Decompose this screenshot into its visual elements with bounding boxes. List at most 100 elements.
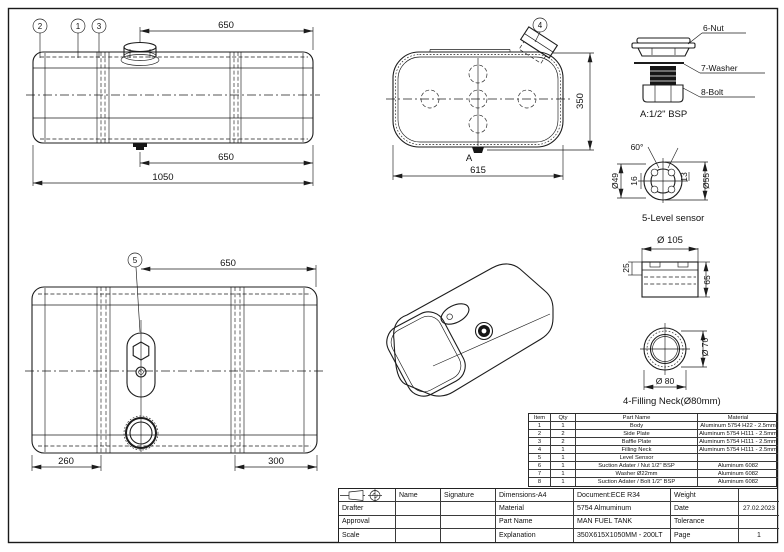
date-value: 27.02.2023 <box>739 502 779 516</box>
dim-650-top: 650 <box>139 20 314 50</box>
material-value: 5754 Almuminum <box>574 502 671 516</box>
explanation-label: Explanation <box>496 528 574 542</box>
callout-1: 1 <box>70 18 86 58</box>
cell: 1 <box>551 462 576 470</box>
dim-text: 13 <box>679 172 689 182</box>
drain-fitting <box>133 143 147 150</box>
cell: 1 <box>551 478 576 486</box>
dim-text: 350 <box>575 93 586 109</box>
tolerance-value <box>739 516 779 529</box>
dim-text: Ø 105 <box>657 235 683 246</box>
neck-iso <box>474 321 494 341</box>
cell: 1 <box>529 422 551 430</box>
suction-adapter-detail: 6-Nut 7-Washer 8-Bolt A:1/2" BSP <box>631 23 765 120</box>
drain-fitting <box>472 147 484 153</box>
col-header: Material <box>698 414 778 422</box>
date-label: Date <box>671 502 739 516</box>
signature-label: Signature <box>441 489 496 503</box>
dim-1050: 1050 <box>32 145 313 186</box>
dim-text: Ø 70 <box>700 338 710 357</box>
dim-text: 65 <box>702 275 712 285</box>
cell: 1 <box>551 422 576 430</box>
cell: 6 <box>529 462 551 470</box>
dim-650: 650 <box>141 258 317 287</box>
cell: 5 <box>529 454 551 462</box>
callout-4-label: 4 <box>538 21 543 30</box>
dim-text: Ø 80 <box>656 376 675 386</box>
parts-table: Item Qty Part Name Material 1 1 Body Alu… <box>528 413 778 487</box>
bolt-label: 8-Bolt <box>701 87 724 97</box>
side-view-bottom: 5 650 260 300 <box>25 252 324 471</box>
callout-1-label: 1 <box>76 22 81 31</box>
callout-3-label: 3 <box>97 22 102 31</box>
page-label: Page <box>671 528 739 542</box>
cell: 7 <box>529 470 551 478</box>
cell <box>698 454 778 462</box>
dim-260: 260 <box>31 455 102 471</box>
nut-label: 6-Nut <box>703 23 724 33</box>
dim-text: 300 <box>268 456 284 467</box>
scale-label: Scale <box>339 528 396 542</box>
cell: 1 <box>551 470 576 478</box>
cell: Body <box>576 422 698 430</box>
cell: 2 <box>551 438 576 446</box>
dimensions-label: Dimensions-A4 <box>496 489 574 503</box>
cell: Suction Adater / Bolt 1/2" BSP <box>576 478 698 486</box>
dim-text: 650 <box>220 258 236 269</box>
dim-text: 615 <box>470 165 486 176</box>
part-name-label: Part Name <box>496 515 574 529</box>
cell: Side Plate <box>576 430 698 438</box>
level-sensor-plate <box>126 332 156 398</box>
nut <box>631 37 696 57</box>
cell: Aluminum 5754 H111 - 2.5mm <box>698 430 778 438</box>
cell: Aluminum 5754 H111 - 2.5mm <box>698 438 778 446</box>
filler-cap <box>120 41 160 66</box>
col-header: Part Name <box>576 414 698 422</box>
projection-symbol-icon <box>340 489 382 502</box>
cell: Filling Neck <box>576 446 698 454</box>
cell: 1 <box>551 446 576 454</box>
explanation-value: 350X615X1050MM - 200LT <box>574 528 671 542</box>
cell: Washer Ø22mm <box>576 470 698 478</box>
part-name-value: MAN FUEL TANK <box>574 515 671 529</box>
dim-text: 650 <box>218 152 234 163</box>
approval-label: Approval <box>339 515 396 529</box>
dim-text: 260 <box>58 456 74 467</box>
level-sensor-detail: 60° Ø49 16 13 Ø55 5-Level sensor <box>610 142 711 224</box>
side-view-top: 2 1 3 650 650 1050 <box>26 18 320 186</box>
angle-label: 60° <box>631 142 644 152</box>
dim-300: 300 <box>234 455 318 471</box>
callout-3: 3 <box>91 18 107 58</box>
sensor-caption: 5-Level sensor <box>642 213 704 224</box>
callout-2-label: 2 <box>38 22 43 31</box>
cell: 4 <box>529 446 551 454</box>
drafter-name-cell <box>396 502 441 516</box>
cell: Aluminum 6082 <box>717 479 759 485</box>
material-label: Material <box>496 502 574 516</box>
cell: 2 <box>529 430 551 438</box>
dim-text: 25 <box>621 263 631 273</box>
neck-front-detail: Ø 70 Ø 80 4-Filling Neck(Ø80mm) <box>623 323 721 407</box>
dim-text: Ø49 <box>610 173 620 189</box>
section-label: A <box>466 153 473 164</box>
col-header: Item <box>529 414 551 422</box>
approval-name-cell <box>396 515 441 529</box>
callout-4: 4 <box>532 17 548 43</box>
dim-350: 350 <box>487 52 594 151</box>
callout-5-label: 5 <box>133 256 138 265</box>
page-value: 1 <box>757 531 761 539</box>
cell: Level Sensor <box>576 454 698 462</box>
cell: Aluminum 5754 H22 - 2.5mm <box>698 422 778 430</box>
adapter-caption: A:1/2" BSP <box>640 109 687 120</box>
scale-name-cell <box>396 528 441 542</box>
projection-symbol-cell <box>339 489 396 503</box>
dim-text: 1050 <box>152 172 173 183</box>
cell: Aluminum 6082 <box>698 462 778 470</box>
cell: Aluminum 6082 <box>698 470 778 478</box>
washer-label: 7-Washer <box>701 63 738 73</box>
sensor-plate-iso <box>440 303 470 325</box>
dim-615: 615 <box>392 145 564 180</box>
callout-2: 2 <box>32 18 48 58</box>
